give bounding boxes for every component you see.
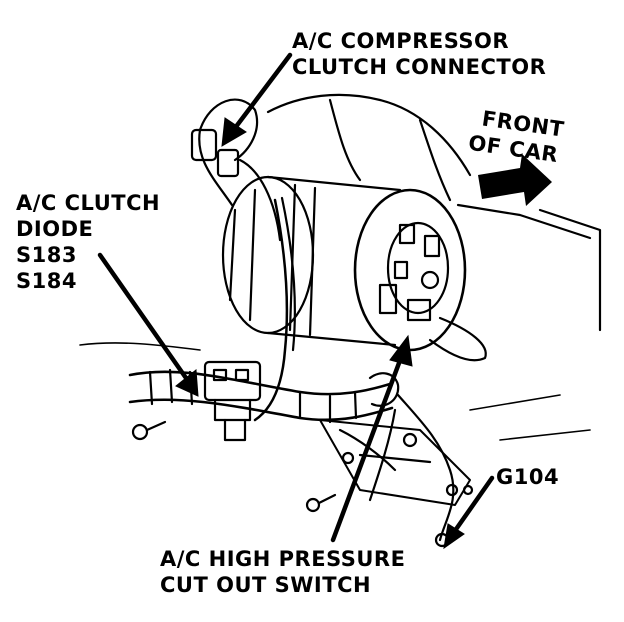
label-line: S183 xyxy=(16,243,77,267)
label-line: S184 xyxy=(16,269,77,293)
label-line: A/C COMPRESSOR xyxy=(292,29,510,53)
label-line: G104 xyxy=(496,465,560,489)
front-direction-arrow xyxy=(478,154,552,206)
label-ground-g104: G104 xyxy=(496,464,559,490)
label-compressor-connector: A/C COMPRESSOR CLUTCH CONNECTOR xyxy=(292,28,546,80)
label-line: A/C CLUTCH xyxy=(16,191,161,215)
label-line: CUT OUT SWITCH xyxy=(160,573,372,597)
label-clutch-diode: A/C CLUTCH DIODE S183 S184 xyxy=(16,190,160,294)
label-line: A/C HIGH PRESSURE xyxy=(160,547,406,571)
label-line: DIODE xyxy=(16,217,94,241)
label-pressure-switch: A/C HIGH PRESSURE CUT OUT SWITCH xyxy=(160,546,405,598)
label-line: CLUTCH CONNECTOR xyxy=(292,55,547,79)
